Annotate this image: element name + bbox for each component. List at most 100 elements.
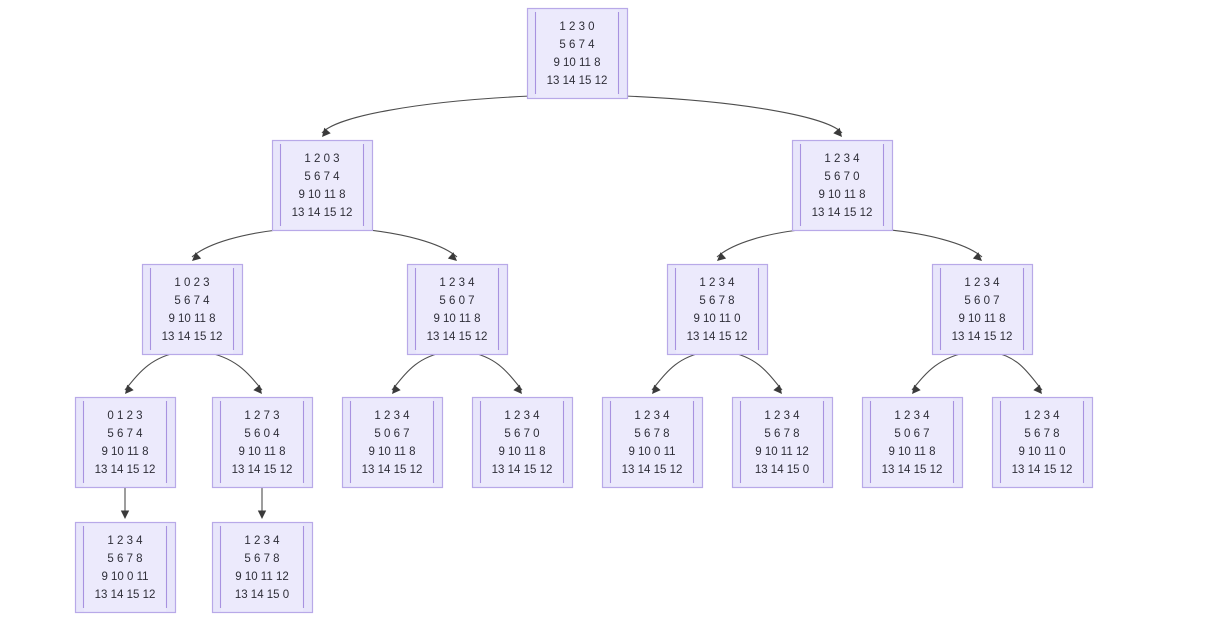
tree-node[interactable]: 1 0 2 35 6 7 49 10 11 813 14 15 12 bbox=[141, 263, 244, 356]
edge-n7-to-n15 bbox=[120, 488, 130, 519]
tree-node[interactable]: 1 2 3 4 5 6 0 7 9 10 11 8 13 14 15 12 bbox=[931, 263, 1034, 356]
node-inner-panel bbox=[221, 523, 303, 612]
node-row: 13 14 15 12 bbox=[95, 464, 156, 476]
node-row: 5 6 0 4 bbox=[244, 428, 280, 440]
tree-node[interactable]: 0 1 2 35 6 7 49 10 11 813 14 15 12 bbox=[74, 396, 177, 489]
node-row: 1 2 3 4 bbox=[439, 277, 475, 289]
node-row: 5 6 0 7 bbox=[439, 295, 474, 307]
edge-line bbox=[204, 351, 263, 391]
node-inner-panel bbox=[871, 398, 953, 487]
node-row: 13 14 15 0 bbox=[235, 589, 289, 601]
node-row: 9 10 0 11 bbox=[101, 571, 148, 583]
node-inner-panel bbox=[481, 398, 563, 487]
node-inner-panel bbox=[676, 265, 758, 354]
node-row: 13 14 15 12 bbox=[292, 207, 353, 219]
node-row: 13 14 15 12 bbox=[812, 207, 873, 219]
edge-n2-to-n6 bbox=[867, 227, 983, 261]
edge-line bbox=[191, 227, 299, 258]
edge-n1-to-n4 bbox=[346, 227, 458, 261]
node-row: 5 6 7 8 bbox=[764, 428, 799, 440]
node-row: 1 2 3 4 bbox=[699, 277, 735, 289]
tree-node[interactable]: 1 2 3 4 5 0 6 7 9 10 11 8 13 14 15 12 bbox=[861, 396, 964, 489]
node-row: 9 10 0 11 bbox=[628, 446, 675, 458]
node-row: 13 14 15 12 bbox=[162, 331, 223, 343]
node-row: 9 10 11 8 bbox=[101, 446, 148, 458]
arrowhead-icon bbox=[253, 384, 262, 394]
edge-line bbox=[651, 351, 706, 391]
node-row: 9 10 11 8 bbox=[498, 446, 545, 458]
node-row: 13 14 15 12 bbox=[492, 464, 553, 476]
edge-n0-to-n1 bbox=[321, 95, 532, 137]
edge-n4-to-n9 bbox=[391, 351, 446, 394]
node-inner-panel bbox=[741, 398, 823, 487]
node-row: 0 1 2 3 bbox=[107, 410, 142, 422]
node-row: 1 2 3 4 bbox=[894, 410, 930, 422]
arrowhead-icon bbox=[972, 252, 982, 261]
node-inner-panel bbox=[801, 141, 883, 230]
edge-line bbox=[468, 351, 523, 391]
node-row: 9 10 11 8 bbox=[298, 189, 345, 201]
node-row: 5 6 7 8 bbox=[634, 428, 669, 440]
node-row: 5 0 6 7 bbox=[894, 428, 929, 440]
arrowhead-icon bbox=[447, 252, 457, 261]
arrowhead-icon bbox=[652, 384, 661, 394]
node-row: 13 14 15 0 bbox=[755, 464, 809, 476]
tree-node[interactable]: 1 2 3 45 6 0 79 10 11 813 14 15 12 bbox=[406, 263, 509, 356]
node-row: 9 10 11 0 bbox=[693, 313, 740, 325]
tree-node[interactable]: 1 2 3 45 0 6 79 10 11 813 14 15 12 bbox=[341, 396, 444, 489]
node-row: 9 10 11 8 bbox=[958, 313, 1005, 325]
tree-node[interactable]: 1 2 3 45 6 7 89 10 11 013 14 15 12 bbox=[991, 396, 1094, 489]
node-row: 1 2 3 4 bbox=[634, 410, 670, 422]
edge-n5-to-n11 bbox=[651, 351, 706, 394]
node-layer: 1 2 3 05 6 7 49 10 11 813 14 15 12 1 2 0 … bbox=[74, 7, 1094, 614]
node-row: 9 10 11 8 bbox=[433, 313, 480, 325]
node-inner-panel bbox=[281, 141, 363, 230]
arrowhead-icon bbox=[773, 384, 782, 394]
node-row: 5 6 7 0 bbox=[824, 171, 859, 183]
node-row: 1 2 3 0 bbox=[559, 21, 594, 33]
tree-node[interactable]: 1 2 3 05 6 7 49 10 11 813 14 15 12 bbox=[526, 7, 629, 100]
arrowhead-icon bbox=[717, 252, 727, 261]
arrowhead-icon bbox=[192, 252, 202, 261]
node-row: 9 10 11 12 bbox=[755, 446, 809, 458]
tree-node[interactable]: 1 2 0 35 6 7 49 10 11 813 14 15 12 bbox=[271, 139, 374, 232]
edge-n1-to-n3 bbox=[191, 227, 299, 261]
node-row: 1 0 2 3 bbox=[174, 277, 209, 289]
edge-n5-to-n12 bbox=[728, 351, 783, 394]
edge-n4-to-n10 bbox=[468, 351, 523, 394]
edge-n6-to-n14 bbox=[992, 351, 1043, 394]
node-row: 1 2 3 4 bbox=[764, 410, 800, 422]
node-row: 1 2 3 4 bbox=[244, 535, 280, 547]
node-inner-panel bbox=[1001, 398, 1083, 487]
node-inner-panel bbox=[84, 398, 166, 487]
tree-node[interactable]: 1 2 3 45 6 7 89 10 11 013 14 15 12 bbox=[666, 263, 769, 356]
node-row: 5 6 7 8 bbox=[699, 295, 734, 307]
node-row: 9 10 11 8 bbox=[888, 446, 935, 458]
node-row: 13 14 15 12 bbox=[95, 589, 156, 601]
node-inner-panel bbox=[941, 265, 1023, 354]
arrowhead-icon bbox=[513, 384, 522, 394]
tree-node[interactable]: 1 2 3 45 6 7 09 10 11 813 14 15 12 bbox=[791, 139, 894, 232]
edge-n2-to-n5 bbox=[716, 227, 820, 261]
node-row: 1 2 3 4 bbox=[964, 277, 1000, 289]
node-row: 13 14 15 12 bbox=[952, 331, 1013, 343]
node-inner-panel bbox=[84, 523, 166, 612]
node-row: 5 6 7 8 bbox=[107, 553, 142, 565]
node-row: 13 14 15 12 bbox=[882, 464, 943, 476]
tree-node[interactable]: 1 2 7 35 6 0 49 10 11 813 14 15 12 bbox=[211, 396, 314, 489]
edge-n3-to-n8 bbox=[204, 351, 263, 394]
node-row: 5 6 0 7 bbox=[964, 295, 999, 307]
tree-node[interactable]: 1 2 3 45 6 7 09 10 11 813 14 15 12 bbox=[471, 396, 574, 489]
node-row: 9 10 11 12 bbox=[235, 571, 289, 583]
node-row: 9 10 11 0 bbox=[1018, 446, 1065, 458]
node-row: 9 10 11 8 bbox=[238, 446, 285, 458]
arrowhead-icon bbox=[833, 127, 842, 137]
node-row: 1 2 0 3 bbox=[304, 153, 339, 165]
tree-node[interactable]: 1 2 3 4 5 6 7 8 9 10 11 12 13 14 15 0 bbox=[731, 396, 834, 489]
edge-n6-to-n13 bbox=[911, 351, 970, 394]
node-row: 1 2 7 3 bbox=[244, 410, 279, 422]
node-row: 9 10 11 8 bbox=[553, 57, 600, 69]
